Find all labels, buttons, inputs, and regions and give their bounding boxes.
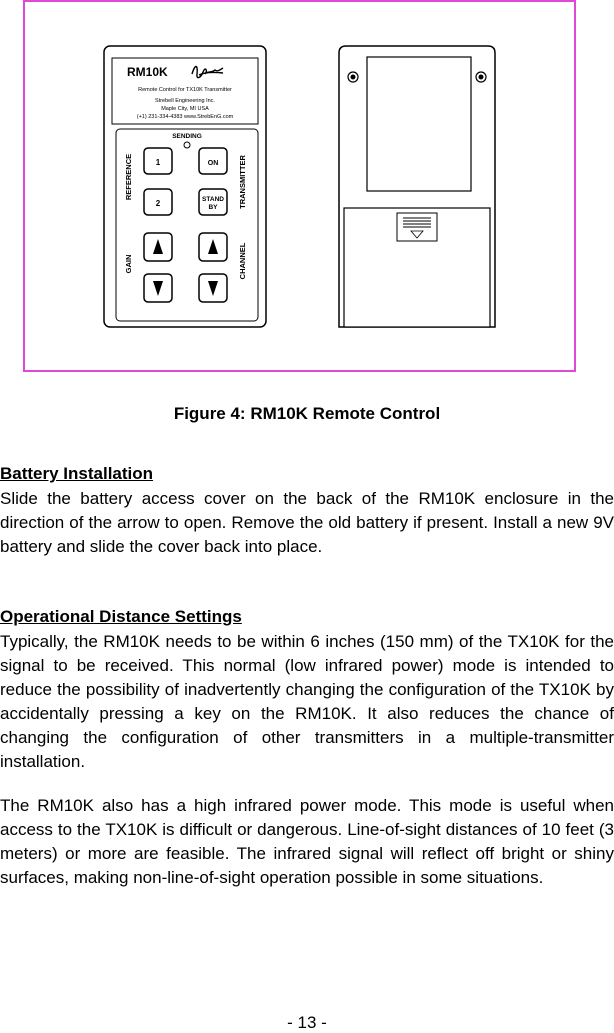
standby-button[interactable] xyxy=(198,188,228,216)
remote-back-view xyxy=(338,45,496,328)
on-button[interactable] xyxy=(198,147,228,175)
label-line-4: (+1) 231-334-4383 www.StrebEnG.com xyxy=(137,114,234,120)
battery-installation-text: Slide the battery access cover on the ba… xyxy=(0,489,614,556)
standby-label-top: STAND xyxy=(202,196,224,203)
key-1-button[interactable] xyxy=(143,147,173,175)
on-label: ON xyxy=(208,160,219,167)
reference-side-label: REFERENCE xyxy=(124,154,133,200)
operational-distance-paragraph-1: Typically, the RM10K needs to be within … xyxy=(0,632,614,771)
back-label-area xyxy=(366,56,472,192)
up-arrow-icon xyxy=(153,239,163,254)
transmitter-side-label: TRANSMITTER xyxy=(238,155,247,209)
operational-distance-heading: Operational Distance Settings xyxy=(0,607,242,626)
remote-control-illustration: RM10K Remote Control for TX10K Transmitt… xyxy=(103,45,496,328)
key-1-label: 1 xyxy=(156,158,161,167)
remote-front-view: RM10K Remote Control for TX10K Transmitt… xyxy=(103,45,267,328)
sending-led-icon xyxy=(183,141,191,149)
signature-logo xyxy=(191,65,224,79)
key-2-label: 2 xyxy=(156,199,161,208)
down-arrow-icon xyxy=(208,281,218,296)
label-line-1: Remote Control for TX10K Transmitter xyxy=(138,87,232,93)
gain-side-label: GAIN xyxy=(124,255,133,274)
page-number: - 13 - xyxy=(287,1013,327,1032)
label-line-3: Maple City, MI USA xyxy=(161,106,209,112)
battery-installation-heading: Battery Installation xyxy=(0,464,154,483)
label-line-2: Strebell Engineering Inc. xyxy=(155,98,215,104)
slide-arrow-icon xyxy=(410,230,424,239)
operational-distance-paragraph-2: The RM10K also has a high infrared power… xyxy=(0,796,614,887)
up-arrow-icon xyxy=(208,239,218,254)
key-2-button[interactable] xyxy=(143,188,173,216)
standby-label-bottom: BY xyxy=(208,204,218,211)
figure-frame: RM10K Remote Control for TX10K Transmitt… xyxy=(23,0,576,372)
down-arrow-icon xyxy=(153,281,163,296)
sending-label: SENDING xyxy=(172,133,202,140)
model-label: RM10K xyxy=(127,65,168,79)
figure-caption: Figure 4: RM10K Remote Control xyxy=(173,404,441,423)
channel-side-label: CHANNEL xyxy=(238,242,247,279)
